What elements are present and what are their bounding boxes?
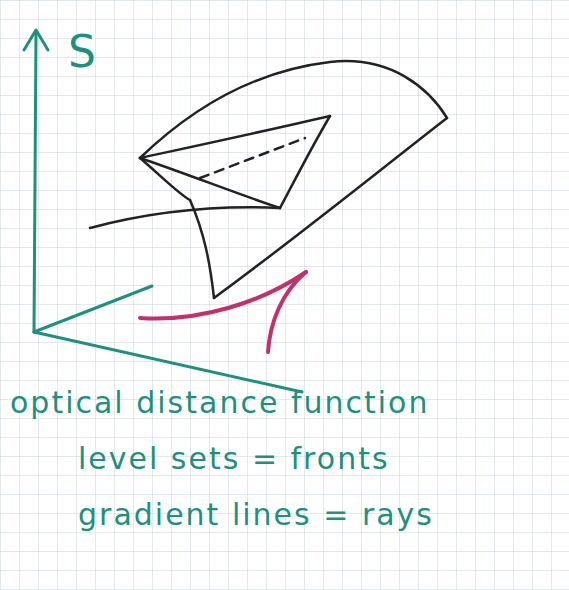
- surface-edge: [90, 207, 280, 228]
- surface-edge: [140, 158, 190, 200]
- swallowtail-surface: [90, 61, 447, 298]
- caustic-branch: [268, 272, 306, 352]
- surface-edge: [190, 200, 214, 298]
- horizontal-axis: [34, 332, 302, 392]
- surface-edge: [140, 116, 330, 158]
- caustic-curve: [140, 272, 306, 352]
- axis-arrowhead: [24, 30, 48, 50]
- axes: [24, 30, 302, 392]
- hidden-edge: [200, 138, 305, 178]
- depth-axis: [34, 286, 152, 332]
- note-text: optical distance function: [10, 386, 429, 419]
- note-text: gradient lines = rays: [78, 498, 434, 531]
- caustic-branch: [140, 272, 306, 319]
- surface-edge: [280, 116, 330, 208]
- vertical-axis: [34, 32, 36, 332]
- surface-edge: [140, 158, 280, 208]
- axis-label: S: [68, 28, 96, 76]
- note-text: level sets = fronts: [78, 442, 390, 475]
